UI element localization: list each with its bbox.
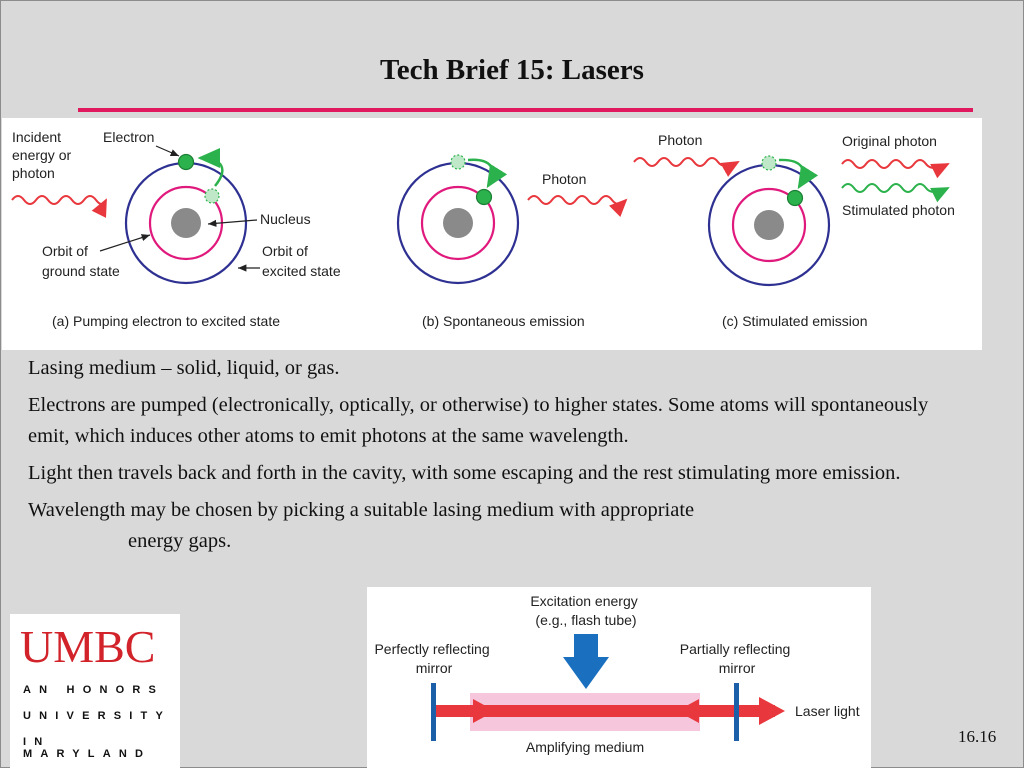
logo-line-1: AN HONORS xyxy=(23,684,165,696)
stimulated-photon-wave xyxy=(841,183,950,203)
decay-arrow xyxy=(467,158,508,189)
incident-photon-wave xyxy=(11,195,107,218)
electron-excited xyxy=(177,153,195,171)
slide-number: 16.16 xyxy=(958,727,997,746)
paragraph-pumping: Electrons are pumped (electronically, op… xyxy=(28,394,929,447)
caption-a: (a) Pumping electron to excited state xyxy=(52,313,280,329)
emitted-photon-wave xyxy=(527,195,628,217)
partial-mirror xyxy=(734,683,739,741)
ground-orbit-label: Orbit of ground state xyxy=(42,243,120,279)
nucleus xyxy=(171,208,201,238)
paragraph-wavelength: Wavelength may be chosen by picking a su… xyxy=(28,499,695,552)
paragraph-cavity: Light then travels back and forth in the… xyxy=(28,462,901,484)
electron-ground xyxy=(786,189,804,207)
beam-arrow-right xyxy=(473,699,495,723)
nucleus-label: Nucleus xyxy=(260,211,311,227)
excitation-arrow xyxy=(197,148,224,187)
nucleus xyxy=(754,210,784,240)
ground-orbit xyxy=(420,185,496,261)
caption-b: (b) Spontaneous emission xyxy=(422,313,585,329)
panel-c: Photon Original photon Stimulated photon… xyxy=(633,132,955,329)
excitation-label: Excitation energy (e.g., flash tube) xyxy=(530,593,641,628)
umbc-logo: UMBC AN HONORS UNIVERSITY IN MARYLAND xyxy=(10,614,180,768)
laser-light-label: Laser light xyxy=(795,703,860,719)
electron-excited-ghost xyxy=(761,155,777,171)
title-underline xyxy=(78,108,973,112)
logo-wordmark: UMBC xyxy=(20,621,156,672)
decay-arrow xyxy=(778,158,819,190)
nucleus xyxy=(443,208,473,238)
atom-emission-figure: Incident energy or photon Electron Nucle… xyxy=(2,118,982,350)
slide-title: Tech Brief 15: Lasers xyxy=(380,54,644,86)
original-photon-wave xyxy=(841,159,950,179)
electron-ground-ghost xyxy=(204,188,220,204)
excitation-arrow xyxy=(563,634,609,689)
panel-a: Incident energy or photon Electron Nucle… xyxy=(11,129,341,329)
amplifying-medium-label: Amplifying medium xyxy=(526,739,644,755)
beam-arrow-left xyxy=(677,699,699,723)
electron-label: Electron xyxy=(103,129,154,145)
excited-orbit-label: Orbit of excited state xyxy=(262,243,341,279)
laser-output-arrow xyxy=(739,697,785,725)
photon-label-c: Photon xyxy=(658,132,702,148)
right-mirror-label: Partially reflecting mirror xyxy=(680,641,794,676)
ground-orbit xyxy=(731,187,807,263)
incident-label: Incident energy or photon xyxy=(12,129,75,181)
laser-cavity-figure: Excitation energy (e.g., flash tube) Per… xyxy=(367,587,871,768)
perfect-mirror xyxy=(431,683,436,741)
incoming-photon-wave xyxy=(633,157,740,177)
panel-b: Photon (b) Spontaneous emission xyxy=(396,154,628,329)
stimulated-photon-label: Stimulated photon xyxy=(842,202,955,218)
paragraph-lasing-medium: Lasing medium – solid, liquid, or gas. xyxy=(28,357,340,379)
body-text: Lasing medium – solid, liquid, or gas. E… xyxy=(28,353,968,563)
electron-ground xyxy=(475,188,493,206)
electron-excited-ghost xyxy=(450,154,466,170)
photon-label-b: Photon xyxy=(542,171,586,187)
left-mirror-label: Perfectly reflecting mirror xyxy=(374,641,493,676)
logo-line-3: IN MARYLAND xyxy=(23,736,152,760)
original-photon-label: Original photon xyxy=(842,133,937,149)
logo-line-2: UNIVERSITY xyxy=(23,710,172,722)
caption-c: (c) Stimulated emission xyxy=(722,313,868,329)
